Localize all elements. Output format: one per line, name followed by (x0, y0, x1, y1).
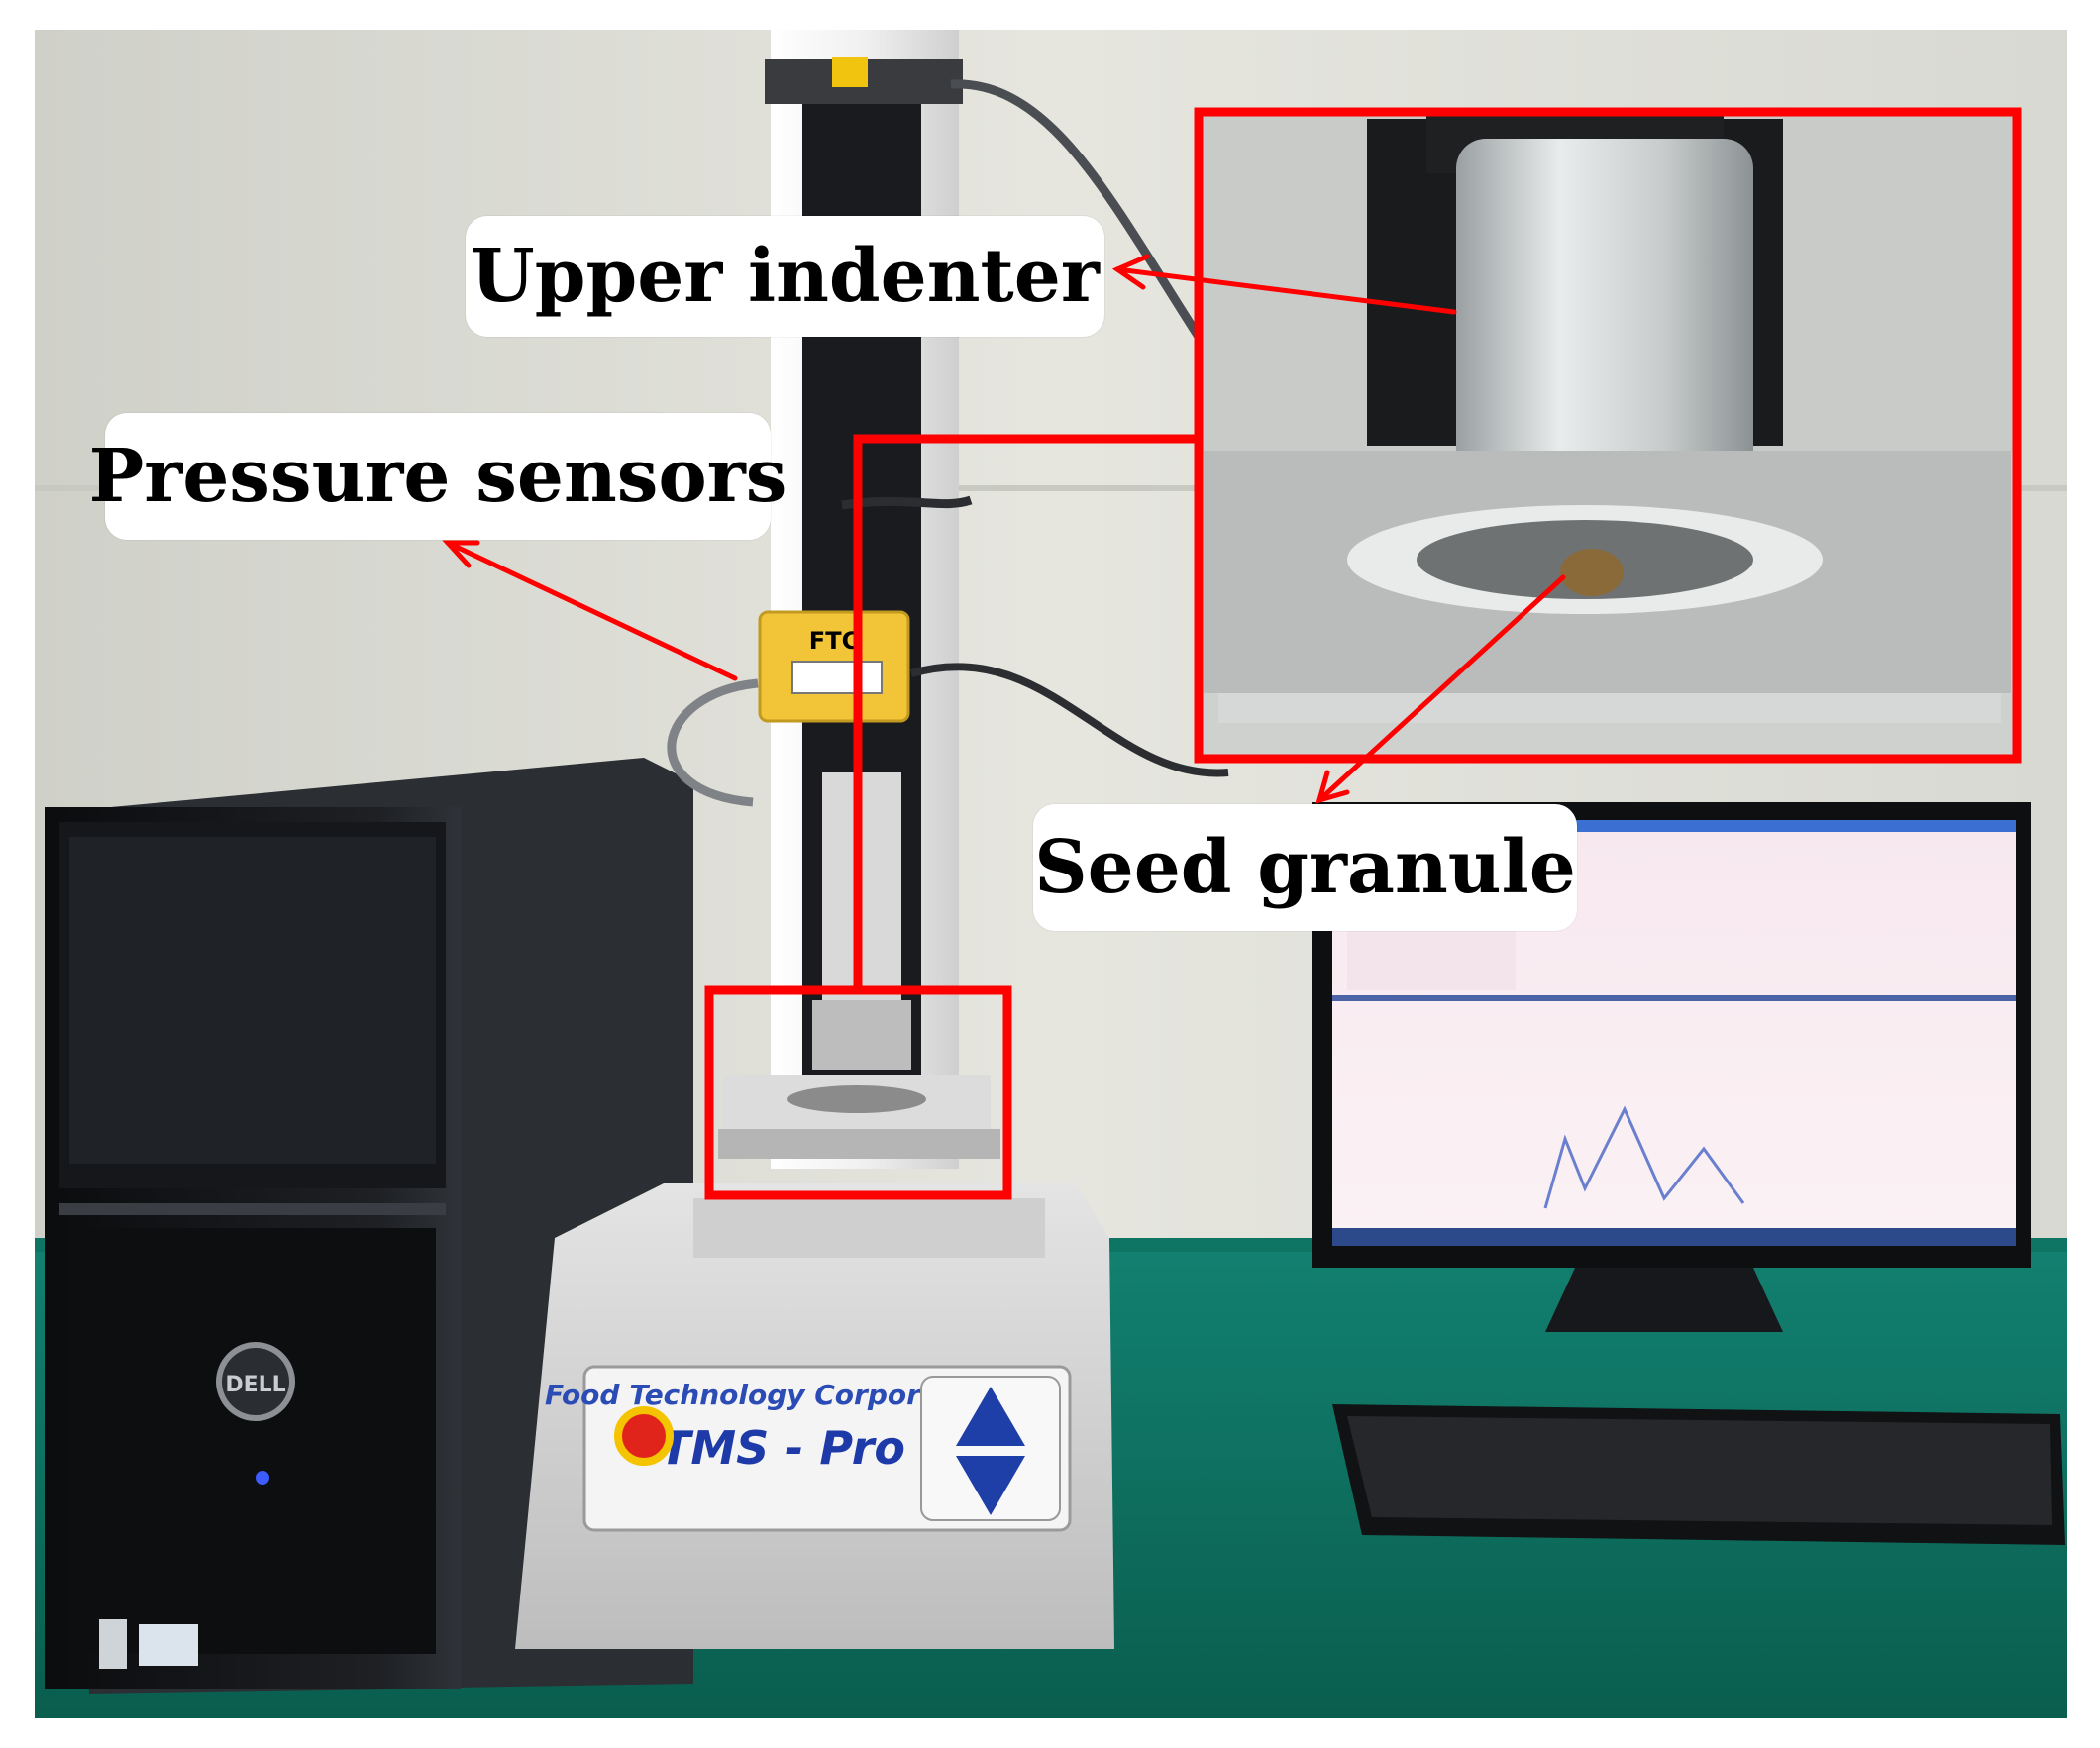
power-led (256, 1471, 269, 1485)
seed-granule (1560, 549, 1624, 596)
sensor-brand-label: FTC (809, 627, 859, 655)
label-pressure-sensors: Pressure sensors (89, 413, 787, 540)
arrow-pressure-sensors (445, 540, 738, 681)
zoom-connector-line (853, 434, 1201, 990)
arrow-upper-indenter (1114, 266, 1457, 315)
desktop-computer: DELL (45, 758, 693, 1694)
model-label: TMS - Pro (660, 1421, 905, 1475)
wall-panel-line (35, 485, 2067, 491)
keyboard (1332, 1404, 2065, 1545)
label-upper-indenter: Upper indenter (466, 216, 1104, 337)
indenter-cylinder (1456, 139, 1753, 485)
texture-analyzer: FTC Food Technology Corporation TMS - Pr… (515, 30, 1229, 1649)
emergency-stop-button (614, 1406, 674, 1466)
arrow-seed-granule (1316, 574, 1566, 803)
dell-logo-text: DELL (225, 1373, 285, 1397)
up-arrow-icon (956, 1387, 1025, 1446)
down-arrow-icon (956, 1456, 1025, 1515)
zoom-inset (1199, 114, 2016, 758)
label-seed-granule: Seed granule (1033, 804, 1577, 931)
annotation-arrows (442, 254, 1566, 804)
